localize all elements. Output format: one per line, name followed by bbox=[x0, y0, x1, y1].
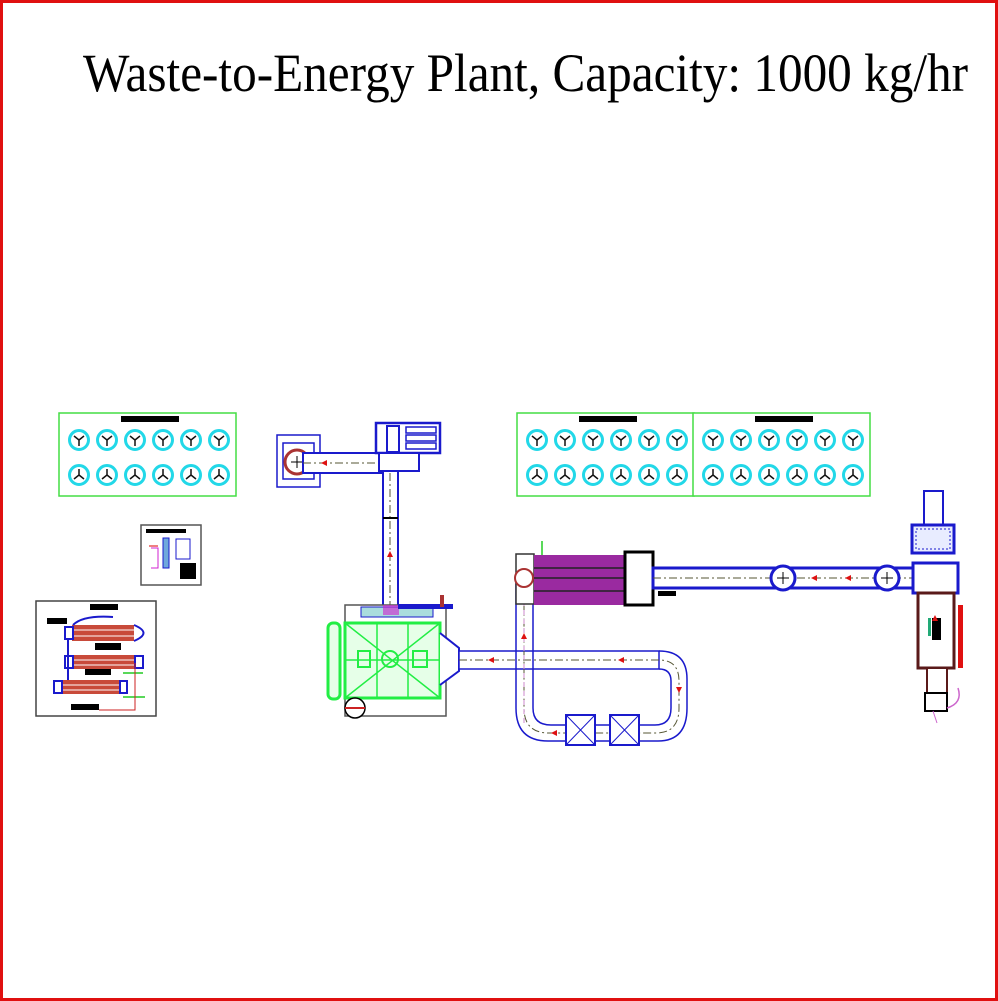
fan-panels bbox=[58, 412, 871, 497]
fan-icon bbox=[96, 429, 118, 451]
fan-icon bbox=[180, 464, 202, 486]
fan-icon bbox=[638, 429, 660, 451]
heat-exchanger bbox=[514, 541, 676, 607]
fan-icon bbox=[152, 429, 174, 451]
fan-icon bbox=[526, 429, 548, 451]
fan-icon bbox=[758, 464, 780, 486]
fan-icon bbox=[582, 429, 604, 451]
filter-boxes bbox=[565, 714, 640, 746]
fan-icon bbox=[702, 429, 724, 451]
fan-icon bbox=[554, 429, 576, 451]
flow-arrow bbox=[387, 551, 393, 557]
fan-panel bbox=[516, 412, 695, 497]
fan-icon bbox=[180, 429, 202, 451]
fan-icon bbox=[842, 429, 864, 451]
fan-icon bbox=[786, 464, 808, 486]
fan-icon bbox=[582, 464, 604, 486]
fan-icon bbox=[526, 464, 548, 486]
fan-icon bbox=[68, 464, 90, 486]
fan-icon bbox=[610, 464, 632, 486]
stack-assembly bbox=[910, 490, 963, 724]
fan-icon bbox=[124, 464, 146, 486]
furnace bbox=[326, 595, 460, 719]
fan-icon bbox=[208, 429, 230, 451]
fan-icon bbox=[814, 429, 836, 451]
fan-icon bbox=[758, 429, 780, 451]
top-duct bbox=[302, 421, 442, 609]
main-duct bbox=[651, 564, 915, 592]
fan-icon bbox=[786, 429, 808, 451]
fan-icon bbox=[610, 429, 632, 451]
flow-arrows bbox=[488, 633, 682, 736]
flow-arrow bbox=[321, 460, 327, 466]
fan-icon bbox=[554, 464, 576, 486]
plant-layout: Waste-to-Energy Plant, Capacity: 1000 kg… bbox=[35, 43, 968, 746]
fan-icon bbox=[702, 464, 724, 486]
fan-icon bbox=[208, 464, 230, 486]
fan-icon bbox=[814, 464, 836, 486]
fan-icon bbox=[842, 464, 864, 486]
fan-panel bbox=[58, 412, 237, 497]
heat-exchanger-detail-box bbox=[35, 600, 157, 717]
fan-panel bbox=[692, 412, 871, 497]
u-duct-loop bbox=[458, 583, 688, 746]
fan-icon bbox=[730, 464, 752, 486]
fan-icon bbox=[666, 464, 688, 486]
fan-icon bbox=[666, 429, 688, 451]
fan-icon bbox=[68, 429, 90, 451]
fan-icon bbox=[124, 429, 146, 451]
fan-icon bbox=[152, 464, 174, 486]
fan-icon bbox=[96, 464, 118, 486]
fan-icon bbox=[730, 429, 752, 451]
fan-icon bbox=[638, 464, 660, 486]
diagram-title: Waste-to-Energy Plant, Capacity: 1000 kg… bbox=[83, 43, 968, 103]
pump-detail-box bbox=[140, 524, 202, 586]
